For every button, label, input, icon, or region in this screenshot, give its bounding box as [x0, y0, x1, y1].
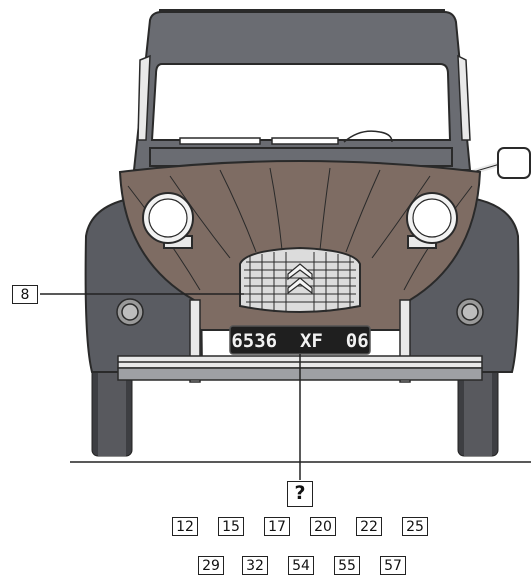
- plate-number: 6536 XF 06: [231, 330, 368, 352]
- option-15[interactable]: 15: [218, 517, 244, 536]
- windscreen: [152, 64, 450, 140]
- option-32[interactable]: 32: [242, 556, 268, 575]
- question-mark-box: ?: [287, 481, 313, 507]
- option-17[interactable]: 17: [264, 517, 290, 536]
- licence-plate: 6536 XF 06: [230, 326, 370, 354]
- option-54[interactable]: 54: [288, 556, 314, 575]
- callout-label-8: 8: [12, 285, 38, 304]
- option-55[interactable]: 55: [334, 556, 360, 575]
- option-22[interactable]: 22: [356, 517, 382, 536]
- option-20[interactable]: 20: [310, 517, 336, 536]
- option-25[interactable]: 25: [402, 517, 428, 536]
- option-57[interactable]: 57: [380, 556, 406, 575]
- option-29[interactable]: 29: [198, 556, 224, 575]
- option-12[interactable]: 12: [172, 517, 198, 536]
- grille: [240, 248, 360, 312]
